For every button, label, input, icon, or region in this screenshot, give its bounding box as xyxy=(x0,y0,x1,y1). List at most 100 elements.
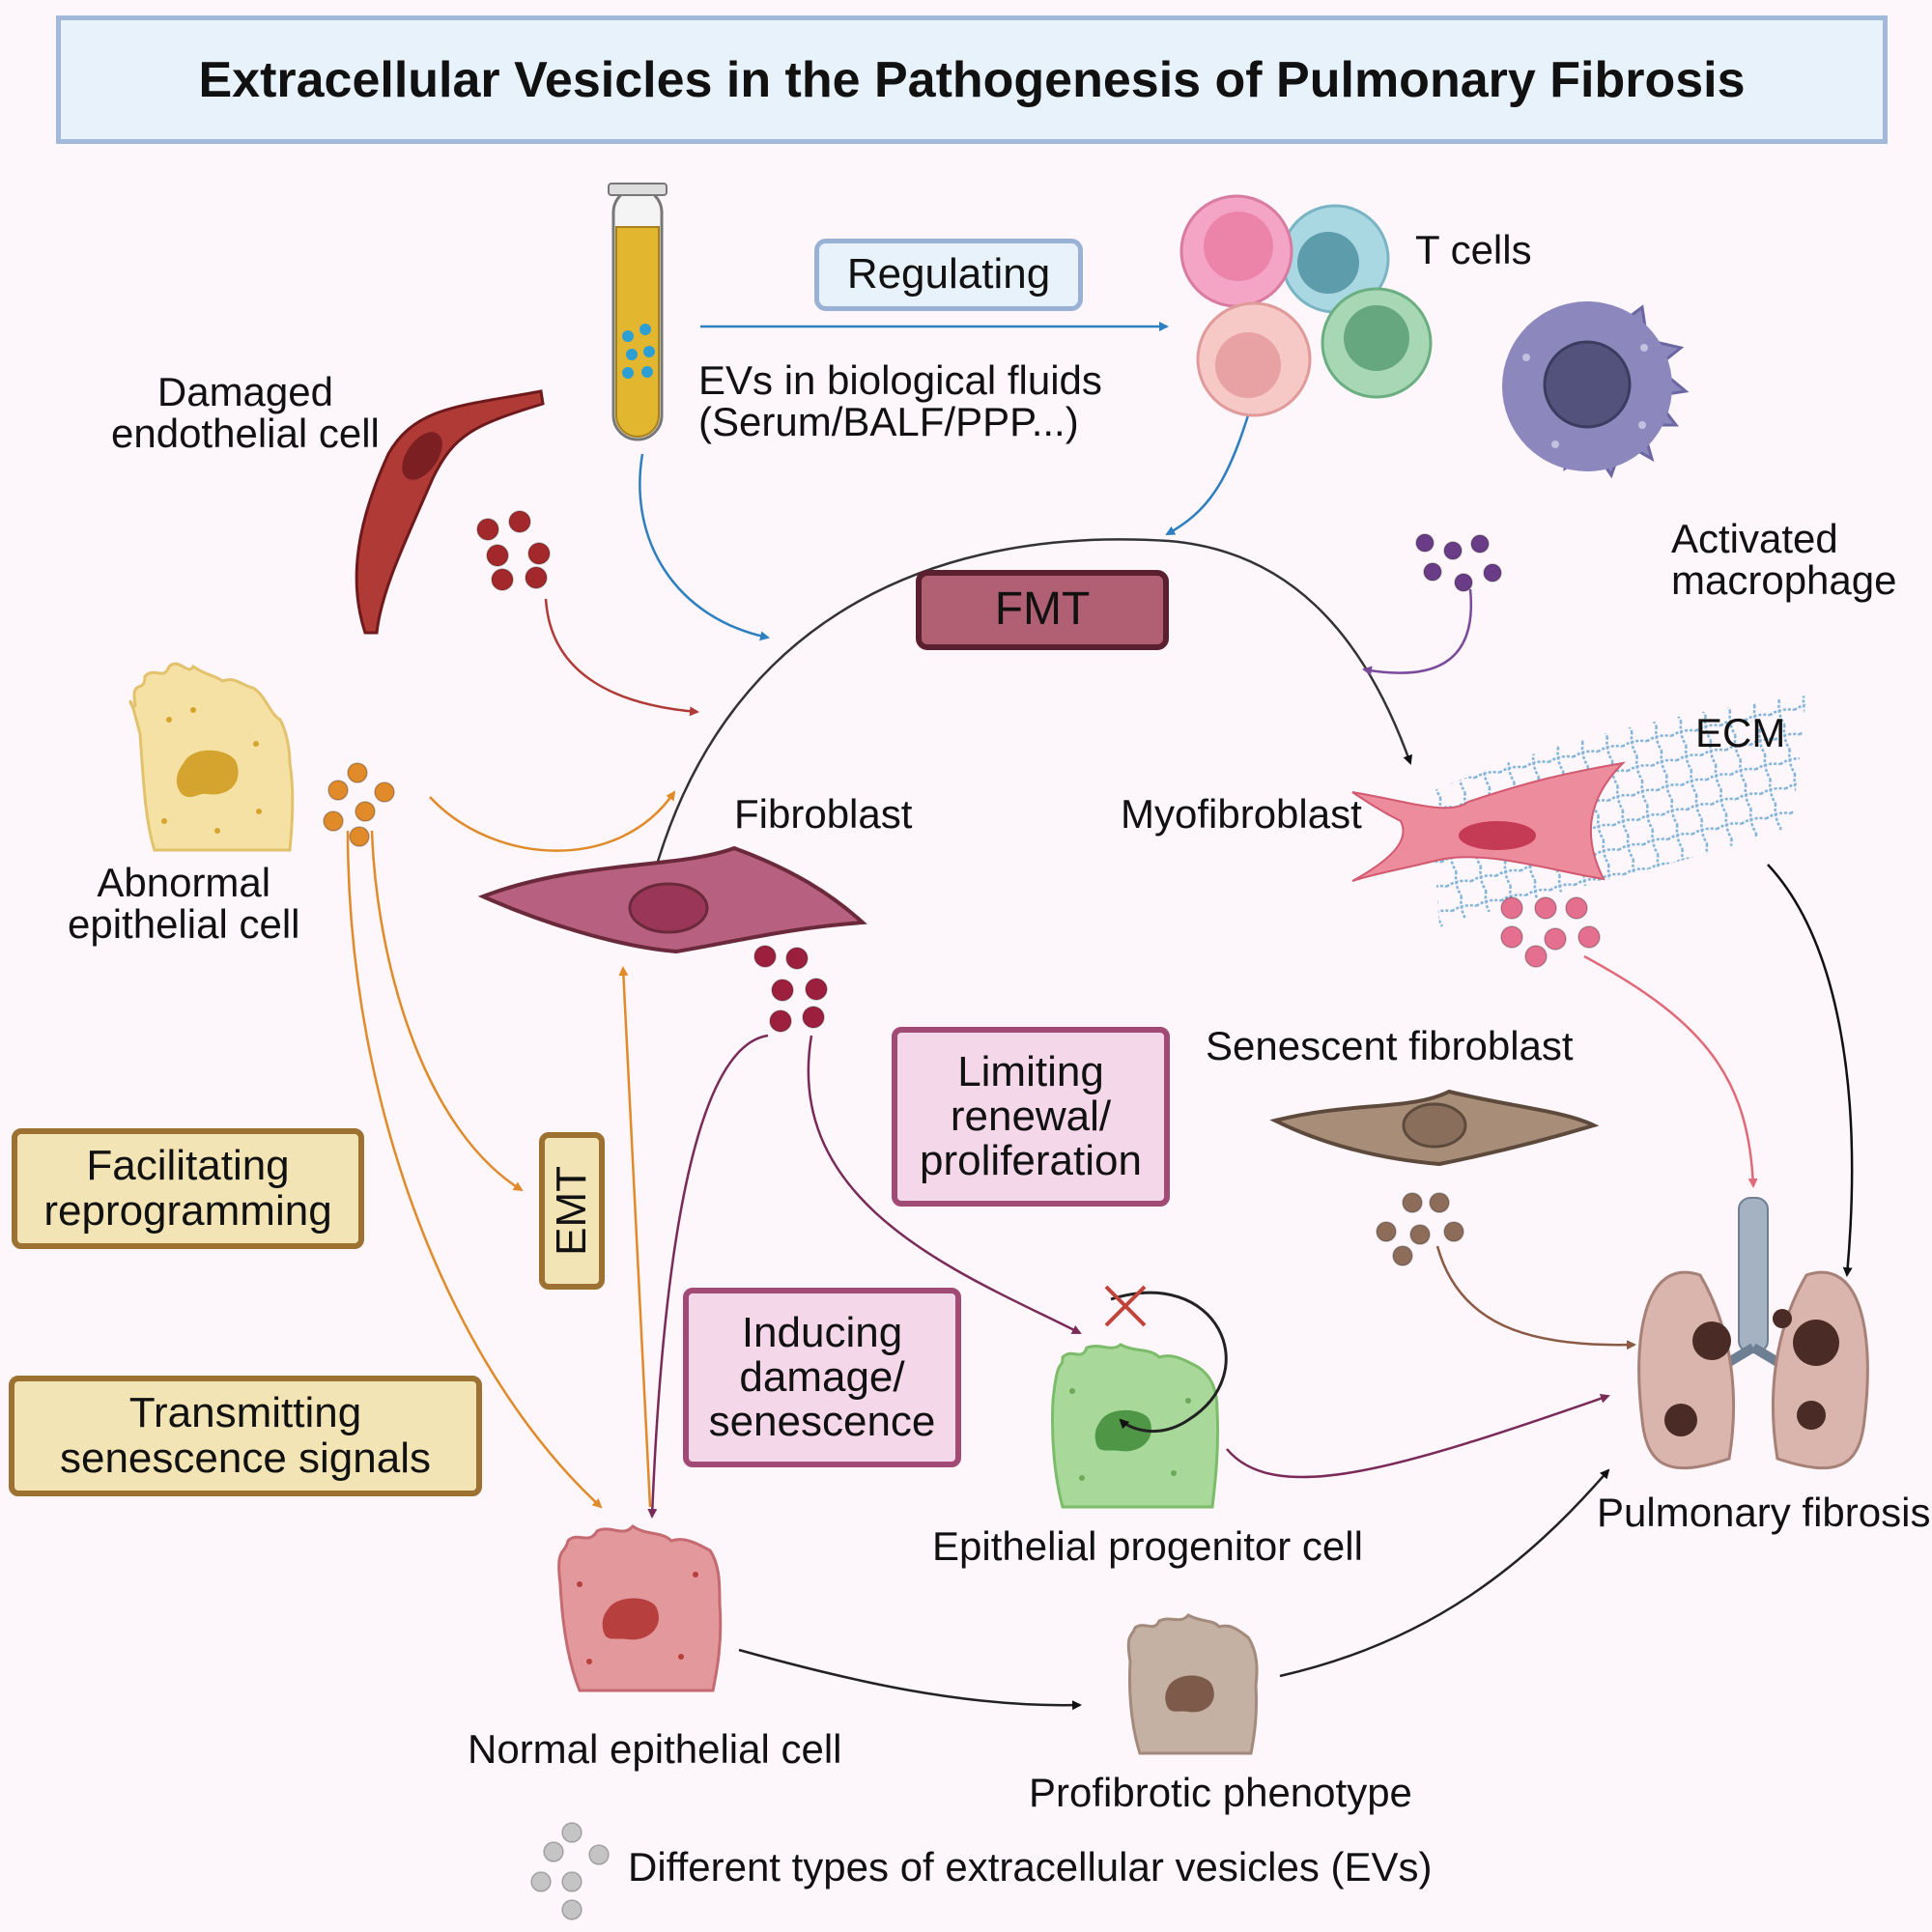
legend-ev-types: Different types of extracellular vesicle… xyxy=(628,1844,1433,1889)
ev-cluster-macrophage xyxy=(1415,533,1502,592)
fibroblast-icon xyxy=(477,845,867,954)
abnormal-epithelial-cell-icon xyxy=(128,662,295,852)
senescent-fibroblast-icon xyxy=(1269,1089,1600,1167)
diagram-title-text: Extracellular Vesicles in the Pathogenes… xyxy=(198,51,1746,108)
epithelial-progenitor-cell-icon xyxy=(1050,1285,1228,1509)
ev-vesicle xyxy=(1483,563,1502,582)
arrow-abnormal-to-normal xyxy=(346,830,603,1509)
ev-vesicle xyxy=(1443,541,1463,560)
ev-vesicle xyxy=(543,1841,564,1862)
ev-vesicle xyxy=(1500,925,1523,949)
ev-vesicle xyxy=(1392,1245,1413,1266)
process-limiting-line1: Limiting xyxy=(957,1047,1104,1095)
ev-vesicle xyxy=(802,1006,825,1029)
test-tube-icon xyxy=(608,183,668,441)
arrow-myofibroblast-evs xyxy=(1583,954,1758,1188)
process-fmt: FMT xyxy=(916,570,1169,650)
label-normal-epithelial: Normal epithelial cell xyxy=(468,1726,842,1772)
ev-cluster-fibroblast xyxy=(753,945,828,1033)
label-fibroblast: Fibroblast xyxy=(734,791,913,837)
process-inducing: Inducing damage/ senescence xyxy=(683,1288,961,1467)
ev-vesicle xyxy=(323,810,344,832)
label-activated-macrophage-line2: macrophage xyxy=(1671,556,1897,603)
ev-vesicle xyxy=(349,826,370,847)
ev-cluster-abnormal xyxy=(323,762,395,847)
ev-vesicle xyxy=(486,544,509,567)
label-senescent-fibroblast: Senescent fibroblast xyxy=(1206,1023,1574,1068)
ev-vesicle xyxy=(1402,1192,1423,1213)
ev-vesicle xyxy=(1376,1221,1397,1242)
block-x-icon xyxy=(1104,1285,1147,1327)
arrow-tcells-to-myofibroblast xyxy=(1165,414,1250,536)
process-inducing-line1: Inducing xyxy=(741,1308,903,1356)
ev-vesicle xyxy=(561,1822,582,1843)
arrow-to-emt xyxy=(370,830,524,1192)
ev-vesicle xyxy=(327,780,349,801)
ev-vesicle xyxy=(527,542,551,565)
label-ecm: ECM xyxy=(1695,710,1786,755)
ev-vesicle xyxy=(530,1871,552,1892)
arrow-normal-to-profibrotic xyxy=(738,1648,1082,1711)
process-regulating: Regulating xyxy=(814,239,1083,311)
arrow-profibrotic-to-fibrosis xyxy=(1279,1468,1610,1678)
arrows xyxy=(346,322,1854,1711)
process-facilitating-line1: Facilitating xyxy=(86,1142,290,1190)
process-transmitting: Transmitting senescence signals xyxy=(9,1376,482,1496)
label-ev-fluids-line1: EVs in biological fluids xyxy=(698,357,1102,403)
label-abnormal-epithelial-line1: Abnormal xyxy=(97,860,271,905)
process-transmitting-line2: senescence signals xyxy=(59,1434,431,1482)
process-facilitating: Facilitating reprogramming xyxy=(12,1128,364,1249)
arrow-endothelial-evs xyxy=(544,598,699,717)
arrow-inducing-damage xyxy=(647,1034,769,1519)
arrow-myofibroblast-to-fibrosis xyxy=(1767,864,1854,1277)
ev-cluster-senescent xyxy=(1376,1192,1464,1266)
t-cells-icon xyxy=(1179,194,1433,417)
profibrotic-cell-icon xyxy=(1126,1613,1259,1755)
ev-vesicle xyxy=(1534,896,1557,920)
ev-cluster-myofibroblast xyxy=(1500,896,1601,968)
arrow-senescent-evs xyxy=(1435,1245,1636,1350)
normal-epithelial-cell-icon xyxy=(557,1524,723,1692)
ev-vesicle xyxy=(1544,927,1567,951)
process-inducing-line2: damage/ xyxy=(739,1352,905,1401)
label-pulmonary-fibrosis: Pulmonary fibrosis xyxy=(1597,1490,1931,1535)
ev-vesicle xyxy=(561,1899,582,1920)
label-ev-fluids-line2: (Serum/BALF/PPP...) xyxy=(698,398,1079,444)
label-abnormal-epithelial: Abnormal epithelial cell xyxy=(68,860,299,946)
process-transmitting-line1: Transmitting xyxy=(128,1389,362,1437)
process-emt: EMT xyxy=(539,1132,605,1290)
ev-cluster-endothelial xyxy=(476,510,551,591)
process-fmt-text: FMT xyxy=(994,583,1091,636)
arrow-macrophage-evs xyxy=(1362,588,1473,676)
ev-vesicle xyxy=(785,947,809,970)
diagram-title: Extracellular Vesicles in the Pathogenes… xyxy=(56,15,1888,144)
label-epithelial-progenitor: Epithelial progenitor cell xyxy=(932,1523,1363,1569)
label-ev-fluids: EVs in biological fluids (Serum/BALF/PPP… xyxy=(698,357,1102,444)
arrow-progenitor-to-fibrosis xyxy=(1226,1393,1610,1479)
ev-vesicle xyxy=(1409,1224,1431,1245)
ev-vesicle xyxy=(1470,534,1490,554)
ev-vesicle xyxy=(1577,925,1601,949)
ev-vesicle xyxy=(525,566,548,589)
ev-vesicle xyxy=(355,801,376,822)
ev-vesicle xyxy=(588,1844,610,1865)
ev-vesicle xyxy=(805,978,828,1001)
process-inducing-line3: senescence xyxy=(708,1398,936,1446)
ev-vesicle xyxy=(476,518,499,541)
arrow-abnormal-to-fibroblast xyxy=(429,790,676,852)
arrow-normal-to-fibroblast xyxy=(618,966,652,1508)
label-damaged-endothelial-line2: endothelial cell xyxy=(111,410,380,456)
macrophage-icon xyxy=(1502,301,1690,479)
ev-vesicle xyxy=(347,762,368,783)
process-limiting-line2: renewal/ xyxy=(950,1092,1112,1140)
process-limiting-line3: proliferation xyxy=(920,1137,1142,1185)
ev-vesicle xyxy=(771,979,794,1002)
label-profibrotic: Profibrotic phenotype xyxy=(1029,1770,1412,1815)
ev-clusters xyxy=(323,510,1601,1920)
arrow-fmt xyxy=(655,538,1413,866)
arrow-limiting-renewal xyxy=(807,1035,1082,1335)
lungs-icon xyxy=(1637,1197,1869,1470)
endothelial-cell-icon xyxy=(355,389,545,635)
